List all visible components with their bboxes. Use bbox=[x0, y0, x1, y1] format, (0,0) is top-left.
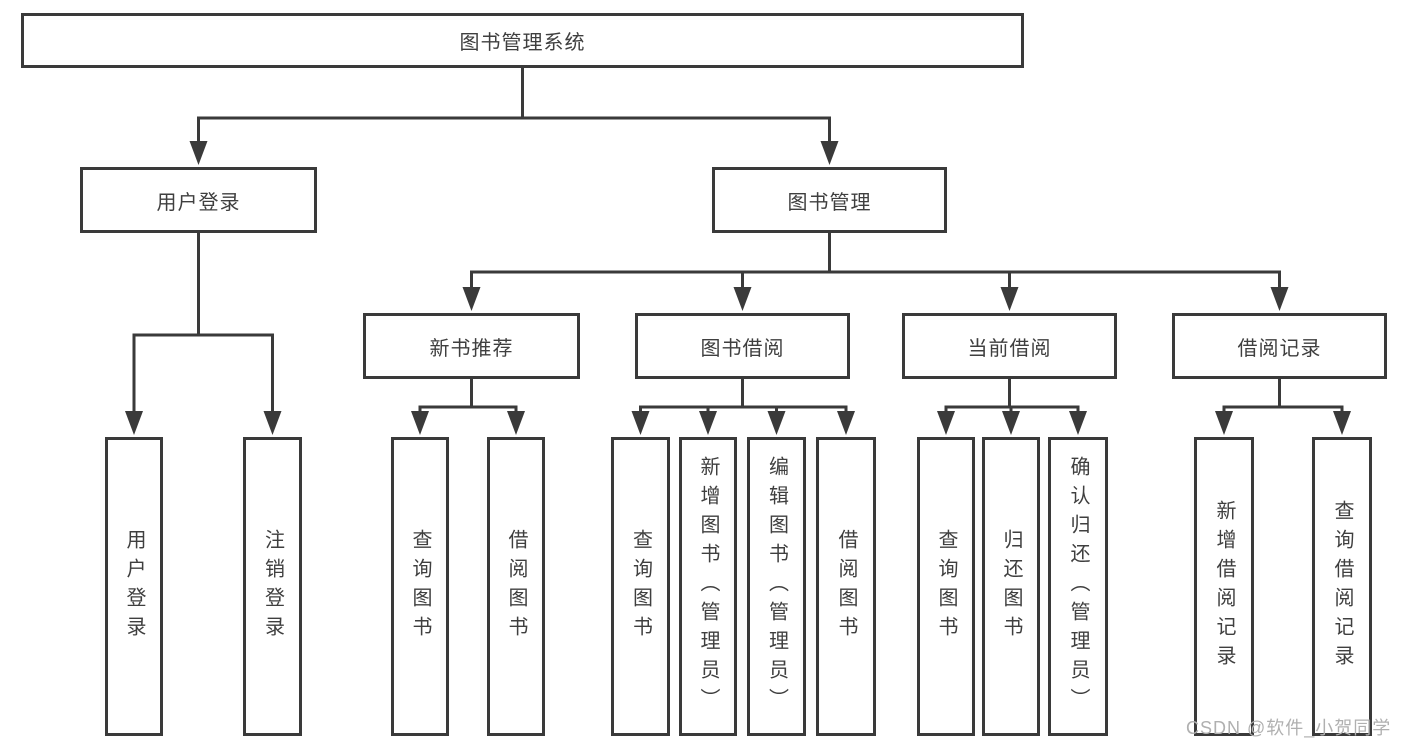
leaf-bb-borrow-books-label: 借阅图书 bbox=[835, 528, 857, 645]
node-new-book-recommendation: 新书推荐 bbox=[363, 313, 580, 379]
leaf-nb-borrow-books: 借阅图书 bbox=[487, 437, 545, 736]
leaf-logout-label: 注销登录 bbox=[261, 528, 284, 645]
node-book-management: 图书管理 bbox=[712, 167, 947, 233]
leaf-br-query-record: 查询借阅记录 bbox=[1312, 437, 1372, 736]
leaf-nb-query-books: 查询图书 bbox=[391, 437, 449, 736]
leaf-user-login-label: 用户登录 bbox=[123, 528, 145, 645]
leaf-cb-return-books-label: 归还图书 bbox=[1000, 528, 1022, 645]
leaf-cb-query-books-label: 查询图书 bbox=[935, 528, 957, 645]
node-book-borrowing: 图书借阅 bbox=[635, 313, 850, 379]
leaf-user-login: 用户登录 bbox=[105, 437, 163, 736]
leaf-logout: 注销登录 bbox=[243, 437, 302, 736]
leaf-br-add-record: 新增借阅记录 bbox=[1194, 437, 1254, 736]
leaf-bb-add-books-admin: 新增图书（管理员） bbox=[679, 437, 737, 736]
node-current-borrowing: 当前借阅 bbox=[902, 313, 1117, 379]
leaf-bb-edit-books-admin-label: 编辑图书（管理员） bbox=[765, 456, 788, 717]
leaf-bb-query-books-label: 查询图书 bbox=[629, 528, 652, 645]
leaf-cb-query-books: 查询图书 bbox=[917, 437, 975, 736]
leaf-br-add-record-label: 新增借阅记录 bbox=[1213, 499, 1235, 674]
leaf-bb-query-books: 查询图书 bbox=[611, 437, 670, 736]
watermark: CSDN @软件_小贺同学 bbox=[1186, 718, 1392, 738]
node-borrowing-records: 借阅记录 bbox=[1172, 313, 1387, 379]
leaf-nb-borrow-books-label: 借阅图书 bbox=[505, 528, 527, 645]
leaf-br-query-record-label: 查询借阅记录 bbox=[1331, 499, 1353, 674]
node-user-login: 用户登录 bbox=[80, 167, 317, 233]
leaf-cb-confirm-return-admin-label: 确认归还（管理员） bbox=[1067, 456, 1089, 717]
leaf-bb-add-books-admin-label: 新增图书（管理员） bbox=[697, 456, 719, 717]
leaf-bb-borrow-books: 借阅图书 bbox=[816, 437, 876, 736]
leaf-cb-confirm-return-admin: 确认归还（管理员） bbox=[1048, 437, 1108, 736]
node-root: 图书管理系统 bbox=[21, 13, 1024, 68]
leaf-cb-return-books: 归还图书 bbox=[982, 437, 1040, 736]
leaf-bb-edit-books-admin: 编辑图书（管理员） bbox=[747, 437, 806, 736]
leaf-nb-query-books-label: 查询图书 bbox=[409, 528, 431, 645]
